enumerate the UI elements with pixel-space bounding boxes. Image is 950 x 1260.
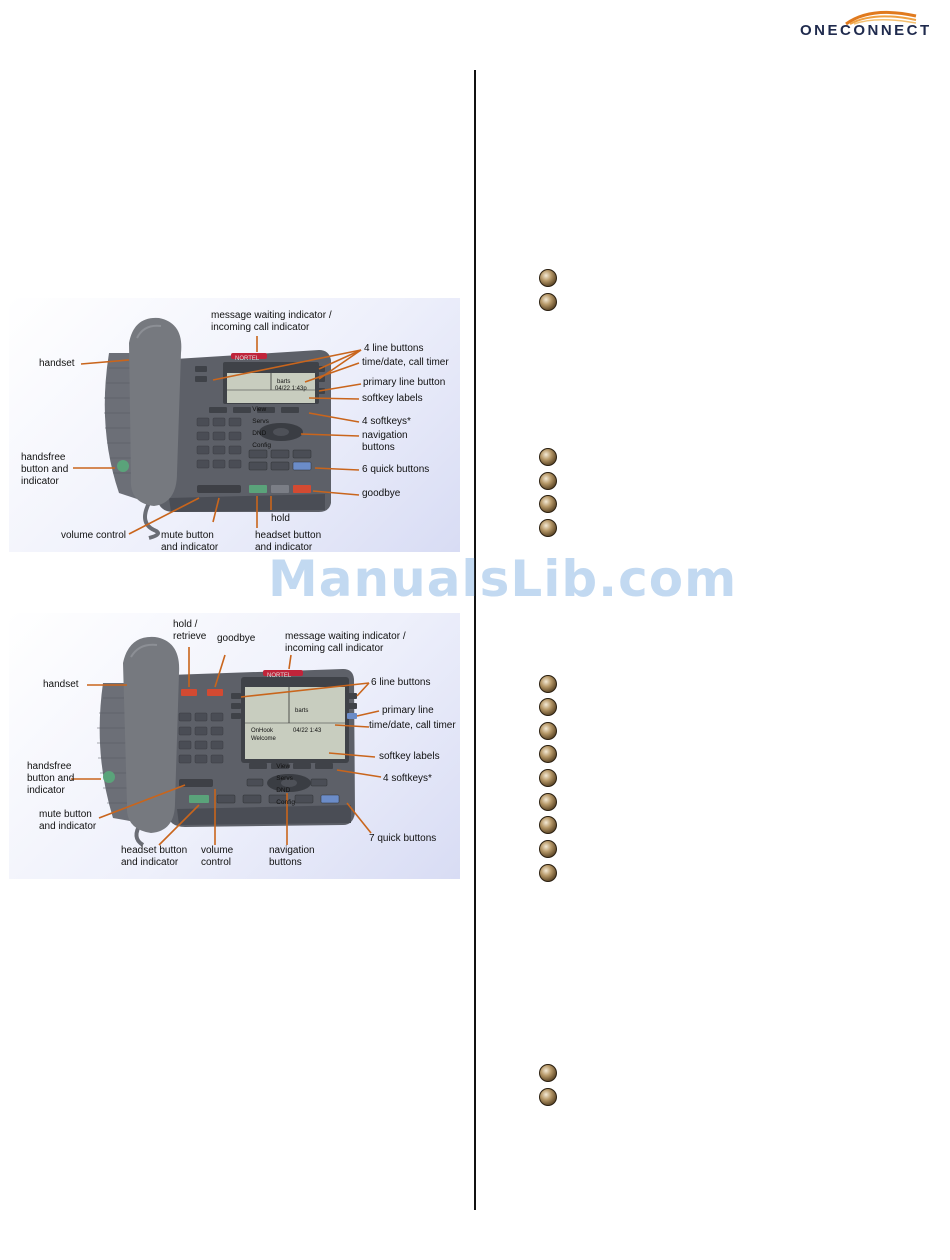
label-line-buttons: 4 line buttons <box>364 343 424 354</box>
label-time-date: time/date, call timer <box>369 720 456 731</box>
screen-softkey-labels: View Servs DND Config <box>276 763 296 806</box>
phone-brand: NORTEL <box>235 356 260 362</box>
label-hold-retrieve: hold / retrieve <box>173 619 207 642</box>
column-divider <box>474 70 476 1210</box>
bullet-icon <box>539 793 557 811</box>
screen-line-name: barts <box>295 708 309 714</box>
label-hold: hold <box>271 513 290 524</box>
bullet-icon <box>539 293 557 311</box>
bullet-icon <box>539 864 557 882</box>
label-softkey-labels: softkey labels <box>362 393 423 404</box>
bullet-icon <box>539 472 557 490</box>
label-primary-line: primary line <box>382 705 434 716</box>
label-headset: headset button and indicator <box>121 845 188 868</box>
bullet-icon <box>539 269 557 287</box>
label-handset: handset <box>39 358 75 369</box>
screen-welcome: Welcome <box>251 736 276 742</box>
bullet-icon <box>539 769 557 787</box>
label-goodbye: goodbye <box>217 633 256 644</box>
label-mwi: message waiting indicator / incoming cal… <box>211 310 332 333</box>
bullet-icon <box>539 816 557 834</box>
bullet-icon <box>539 448 557 466</box>
label-handset: handset <box>43 679 79 690</box>
bullet-icon <box>539 1064 557 1082</box>
bullet-icon <box>539 495 557 513</box>
label-navigation: navigation buttons <box>269 845 315 868</box>
phone-brand: NORTEL <box>267 673 292 679</box>
label-volume: volume control <box>201 845 234 868</box>
phone-diagram-4-line: NORTEL barts 04/22 1:43p View Servs DND … <box>9 298 460 552</box>
label-line-buttons: 6 line buttons <box>371 677 431 688</box>
screen-softkey-labels: View Servs DND Config <box>252 406 272 449</box>
label-time-date: time/date, call timer <box>362 357 449 368</box>
bullet-icon <box>539 675 557 693</box>
bullet-icon <box>539 1088 557 1106</box>
label-primary-line: primary line button <box>363 377 446 388</box>
bullet-icon <box>539 840 557 858</box>
phone-illustration-2 <box>71 636 382 847</box>
label-quick-buttons: 7 quick buttons <box>369 833 437 844</box>
label-headset: headset button and indicator <box>255 530 322 552</box>
watermark: ManualsLib.com <box>268 550 738 608</box>
label-volume: volume control <box>61 530 127 541</box>
label-quick-buttons: 6 quick buttons <box>362 464 430 475</box>
label-softkey-labels: softkey labels <box>379 751 440 762</box>
bullet-icon <box>539 722 557 740</box>
label-mwi: message waiting indicator / incoming cal… <box>285 631 406 654</box>
screen-date: 04/22 1:43p <box>275 386 307 392</box>
label-mute: mute button and indicator <box>39 809 97 832</box>
bullet-icon <box>539 519 557 537</box>
logo-arc-icon <box>845 10 917 26</box>
label-handsfree: handsfree button and indicator <box>21 452 69 487</box>
bullet-icon <box>539 698 557 716</box>
label-mute: mute button and indicator <box>161 530 219 552</box>
oneconnect-logo: ONECONNECT <box>796 8 946 44</box>
screen-line-name: barts <box>277 379 291 385</box>
phone-illustration-1 <box>73 317 362 540</box>
label-handsfree: handsfree button and indicator <box>27 761 75 796</box>
phone-diagram-6-line: NORTEL barts OnHook 04/22 1:43 Welcome V… <box>9 613 460 879</box>
screen-date: 04/22 1:43 <box>293 728 322 734</box>
label-navigation: navigation buttons <box>362 430 408 453</box>
logo-text: ONECONNECT <box>800 22 932 39</box>
label-goodbye: goodbye <box>362 488 401 499</box>
bullet-icon <box>539 745 557 763</box>
label-softkeys: 4 softkeys* <box>362 416 411 427</box>
label-softkeys: 4 softkeys* <box>383 773 432 784</box>
screen-status: OnHook <box>251 728 274 734</box>
